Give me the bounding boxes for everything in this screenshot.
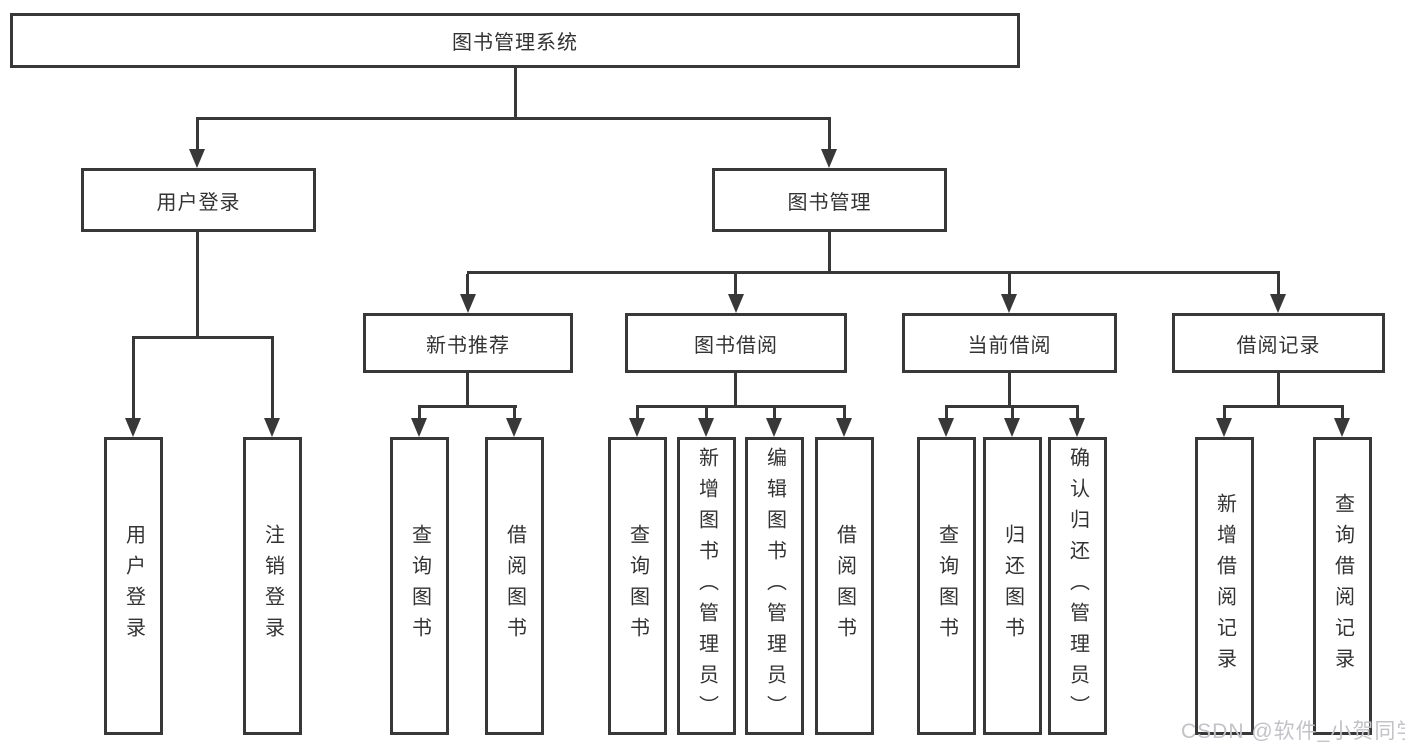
leaf-borrow-books: 借阅图书 — [815, 437, 874, 735]
connector-line — [132, 339, 135, 419]
leaf-logout: 注销登录 — [243, 437, 302, 735]
arrow-down-icon — [1270, 294, 1286, 313]
arrow-down-icon — [1216, 418, 1232, 437]
leaf-edit-books-admin: 编辑图书（管理员） — [745, 437, 804, 735]
leaf-label: 借阅图书 — [833, 524, 856, 648]
leaf-label: 注销登录 — [261, 524, 284, 648]
leaf-label: 新增借阅记录 — [1213, 493, 1236, 679]
leaf-add-books-admin: 新增图书（管理员） — [677, 437, 736, 735]
connector-line — [1076, 408, 1079, 419]
connector-line — [132, 336, 274, 339]
arrow-down-icon — [411, 418, 427, 437]
node-book-borrowing: 图书借阅 — [625, 313, 847, 373]
node-book-management: 图书管理 — [712, 168, 947, 232]
node-label: 当前借阅 — [967, 334, 1052, 357]
node-label: 图书借阅 — [694, 334, 778, 357]
node-user-login: 用户登录 — [81, 168, 316, 232]
connector-line — [734, 373, 737, 406]
connector-line — [514, 68, 517, 118]
arrow-down-icon — [1334, 418, 1350, 437]
arrow-down-icon — [836, 418, 852, 437]
node-label: 用户登录 — [156, 191, 241, 214]
leaf-label: 查询图书 — [626, 524, 649, 648]
node-label: 图书管理系统 — [452, 32, 578, 54]
connector-line — [466, 373, 469, 406]
arrow-down-icon — [1004, 418, 1020, 437]
leaf-label: 查询图书 — [408, 524, 431, 648]
leaf-label: 编辑图书（管理员） — [763, 446, 786, 726]
arrow-down-icon — [506, 418, 522, 437]
connector-line — [734, 274, 737, 295]
node-current-borrowing: 当前借阅 — [902, 313, 1117, 373]
connector-line — [1008, 274, 1011, 295]
leaf-query-books-current: 查询图书 — [917, 437, 976, 735]
connector-line — [705, 408, 708, 419]
arrow-down-icon — [629, 418, 645, 437]
connector-line — [1008, 373, 1011, 406]
arrow-down-icon — [460, 294, 476, 313]
leaf-label: 查询借阅记录 — [1331, 493, 1354, 679]
arrow-down-icon — [766, 418, 782, 437]
connector-line — [773, 408, 776, 419]
leaf-label: 新增图书（管理员） — [695, 446, 718, 726]
csdn-watermark: CSDN @软件_小贺同学 — [1181, 720, 1405, 743]
arrow-down-icon — [728, 294, 744, 313]
node-new-book-recommendation: 新书推荐 — [363, 313, 573, 373]
connector-line — [945, 405, 1079, 408]
leaf-label: 归还图书 — [1001, 524, 1024, 648]
leaf-query-borrow-record: 查询借阅记录 — [1313, 437, 1372, 735]
connector-line — [418, 408, 421, 419]
node-label: 图书管理 — [787, 191, 872, 214]
connector-line — [467, 271, 1280, 274]
leaf-label: 借阅图书 — [503, 524, 526, 648]
arrow-down-icon — [698, 418, 714, 437]
node-label: 借阅记录 — [1236, 334, 1321, 357]
arrow-down-icon — [1001, 294, 1017, 313]
leaf-confirm-return-admin: 确认归还（管理员） — [1048, 437, 1107, 735]
leaf-label: 查询图书 — [935, 524, 958, 648]
arrow-down-icon — [189, 149, 205, 168]
connector-line — [1223, 408, 1226, 419]
connector-line — [196, 117, 831, 120]
node-borrowing-records: 借阅记录 — [1172, 313, 1385, 373]
connector-line — [466, 274, 469, 295]
node-library-management-system: 图书管理系统 — [10, 13, 1020, 68]
leaf-user-login: 用户登录 — [104, 437, 163, 735]
leaf-label: 确认归还（管理员） — [1066, 446, 1089, 726]
connector-line — [828, 118, 831, 151]
connector-line — [1277, 274, 1280, 295]
arrow-down-icon — [938, 418, 954, 437]
connector-line — [945, 408, 948, 419]
leaf-label: 用户登录 — [122, 524, 145, 648]
arrow-down-icon — [821, 149, 837, 168]
connector-line — [843, 408, 846, 419]
leaf-add-borrow-record: 新增借阅记录 — [1195, 437, 1254, 735]
connector-line — [1341, 408, 1344, 419]
connector-line — [513, 408, 516, 419]
leaf-return-books: 归还图书 — [983, 437, 1042, 735]
connector-line — [636, 405, 846, 408]
connector-line — [1011, 408, 1014, 419]
connector-line — [418, 405, 517, 408]
connector-line — [196, 232, 199, 337]
connector-line — [196, 118, 199, 151]
arrow-down-icon — [1069, 418, 1085, 437]
connector-line — [271, 339, 274, 419]
connector-line — [636, 408, 639, 419]
arrow-down-icon — [125, 418, 141, 437]
connector-line — [1277, 373, 1280, 406]
connector-line — [828, 232, 831, 272]
node-label: 新书推荐 — [426, 334, 510, 357]
leaf-query-books-borrowing: 查询图书 — [608, 437, 667, 735]
connector-line — [1223, 405, 1344, 408]
leaf-borrow-books-recommend: 借阅图书 — [485, 437, 544, 735]
leaf-query-books-recommend: 查询图书 — [390, 437, 449, 735]
arrow-down-icon — [264, 418, 280, 437]
